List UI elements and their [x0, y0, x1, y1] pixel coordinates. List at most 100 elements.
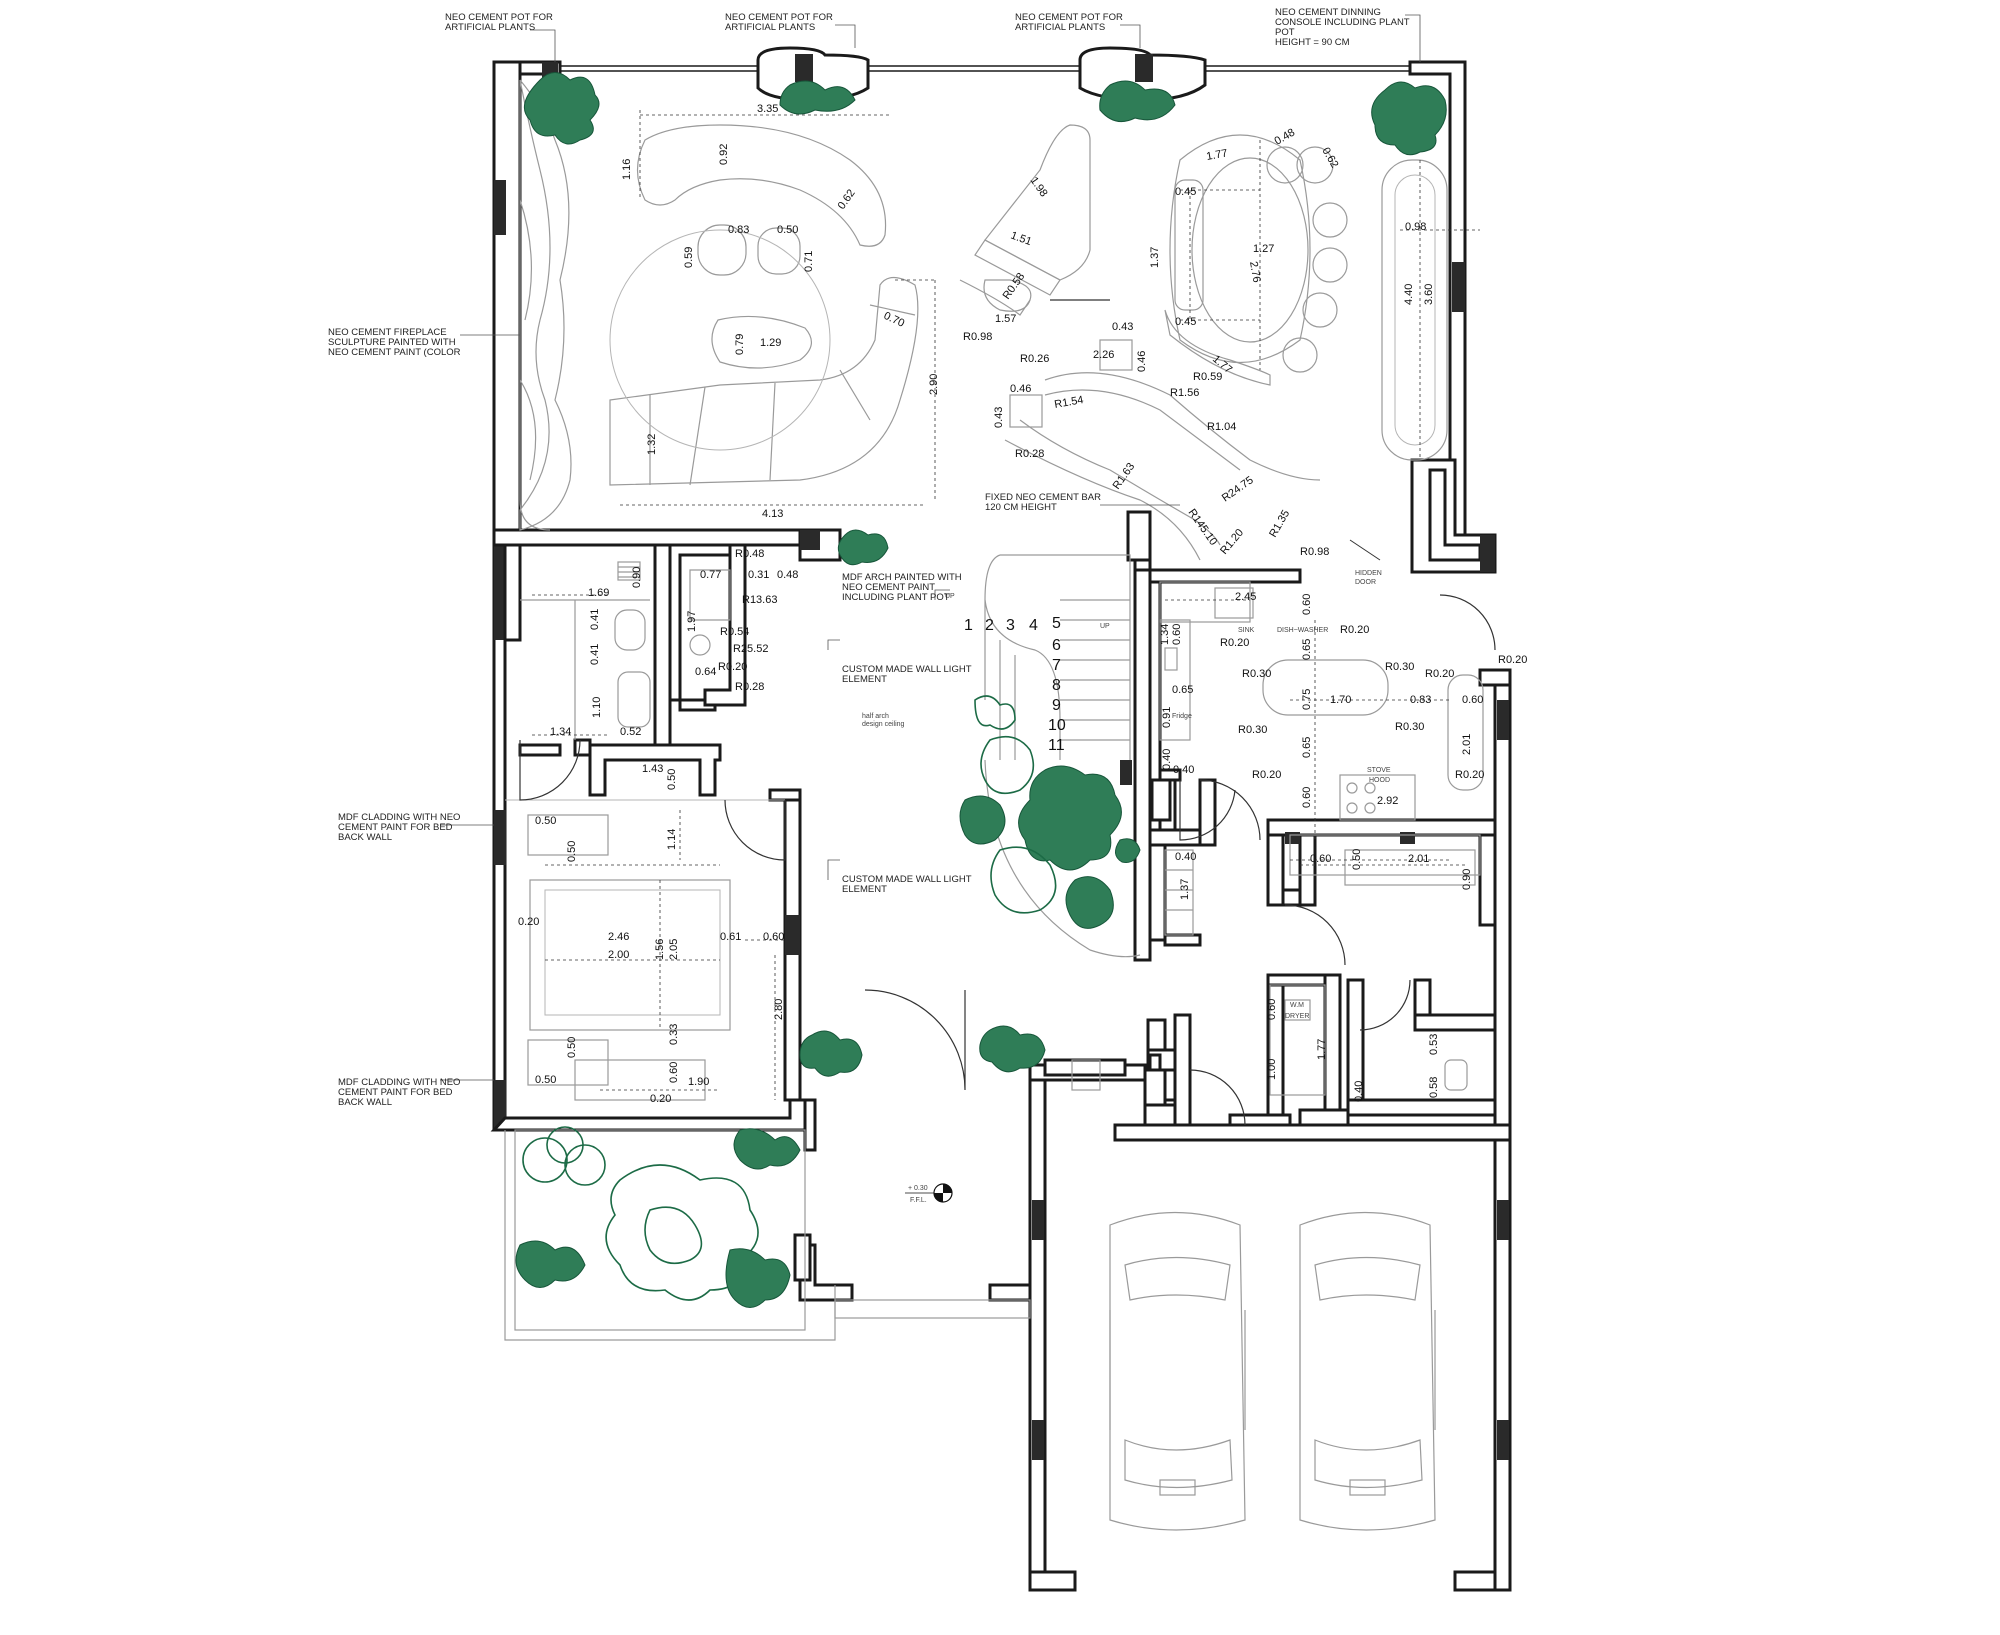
label-fridge: Fridge [1172, 713, 1192, 720]
dim-062b: 0.62 [1319, 146, 1340, 171]
dim-245: 2.45 [1235, 591, 1256, 603]
dim-045a: 0.45 [1175, 186, 1196, 198]
dim-065b: 0.65 [1172, 684, 1193, 696]
note-light2-l1: CUSTOM MADE WALL LIGHT [842, 874, 972, 885]
dim-r2475: R24.75 [1220, 474, 1256, 504]
level-marker: + 0.30 F.F.L. [905, 1183, 953, 1204]
up-label-2: UP [1100, 623, 1110, 630]
plant-pot2 [779, 80, 856, 115]
car-left [1109, 1211, 1246, 1531]
dim-157: 1.57 [995, 313, 1016, 325]
stair-step-11: 11 [1048, 737, 1065, 754]
dim-r098a: R0.98 [963, 331, 992, 343]
note-console-l3: POT [1275, 27, 1295, 38]
bathroom-fixtures [520, 561, 1468, 1091]
dim-083b: 0.83 [1410, 694, 1431, 706]
note-pot1-l1: NEO CEMENT POT FOR [445, 12, 553, 23]
note-fireplace-l1: NEO CEMENT FIREPLACE [328, 327, 447, 338]
dim-100: 1.00 [1266, 1059, 1278, 1080]
dim-091: 0.91 [1161, 707, 1173, 728]
note-light1-l2: ELEMENT [842, 674, 887, 685]
note-pot3-l2: ARTIFICIAL PLANTS [1015, 22, 1105, 33]
dim-041b: 0.41 [589, 644, 601, 665]
dim-190: 1.90 [688, 1076, 709, 1088]
plant-stairs [959, 695, 1141, 929]
dim-129: 1.29 [760, 337, 781, 349]
bedroom-furniture [505, 799, 785, 1101]
leader-lines [440, 14, 1421, 1081]
dim-151: 1.51 [1009, 230, 1033, 249]
dim-040a: 0.40 [1161, 749, 1173, 770]
stair-step-9: 9 [1052, 697, 1061, 714]
dim-050c: 0.50 [535, 815, 556, 827]
dim-065c: 0.65 [1301, 737, 1313, 758]
note-pot2-l2: ARTIFICIAL PLANTS [725, 22, 815, 33]
note-light1-l1: CUSTOM MADE WALL LIGHT [842, 664, 972, 675]
dim-020a: 0.20 [518, 916, 539, 928]
note-console-l2: CONSOLE INCLUDING PLANT [1275, 17, 1410, 28]
note-arch-l2: NEO CEMENT PAINT [842, 582, 935, 593]
stair-step-3: 3 [1006, 617, 1015, 634]
dim-r028: R0.28 [1015, 448, 1044, 460]
dim-r028b: R0.28 [735, 681, 764, 693]
note-console-l4: HEIGHT = 90 CM [1275, 37, 1350, 48]
dim-046b: 0.46 [1010, 383, 1031, 395]
dimension-lines [532, 110, 1480, 1100]
dim-156: 1.56 [654, 939, 666, 960]
dim-r1363: R13.63 [742, 594, 777, 606]
dim-060g: 0.60 [1310, 853, 1331, 865]
dim-360: 3.60 [1423, 284, 1435, 305]
dim-r020e: R0.20 [1498, 654, 1527, 666]
note-fireplace-l3: NEO CEMENT PAINT (COLOR [328, 347, 461, 358]
dim-r020c: R0.20 [1340, 624, 1369, 636]
dim-041a: 0.41 [589, 609, 601, 630]
dim-046a: 0.46 [1136, 351, 1148, 372]
stair-step-7: 7 [1052, 657, 1061, 674]
note-pot2-l1: NEO CEMENT POT FOR [725, 12, 833, 23]
dim-r163: R1.63 [1111, 461, 1138, 492]
dim-276: 2.76 [1247, 260, 1263, 283]
dim-061: 0.61 [720, 931, 741, 943]
kitchen-fixtures [1159, 581, 1484, 1096]
dim-079: 0.79 [734, 334, 746, 355]
dim-440: 4.40 [1403, 284, 1415, 305]
note-arch-l3: INCLUDING PLANT POT [842, 592, 950, 603]
note-cladding1-l2: CEMENT PAINT FOR BED [338, 822, 453, 833]
garage-cars [1109, 1211, 1436, 1531]
note-bar-l1: FIXED NEO CEMENT BAR [985, 492, 1101, 503]
dim-059: 0.59 [683, 247, 695, 268]
dim-060d: 0.60 [1171, 624, 1183, 645]
dim-198: 1.98 [1028, 175, 1050, 199]
note-half-arch-l1: half arch [862, 713, 889, 720]
dim-060c: 0.60 [1301, 594, 1313, 615]
plant-pot3 [1099, 80, 1176, 123]
dim-201b: 2.01 [1408, 853, 1429, 865]
level-sub: F.F.L. [910, 1197, 927, 1204]
dim-r14510: R145.10 [1186, 507, 1220, 548]
label-dishwasher: DISH~WASHER [1277, 627, 1328, 634]
label-stove: STOVE [1367, 767, 1391, 774]
note-hidden-door-l2: DOOR [1355, 579, 1376, 586]
dim-020b: 0.20 [650, 1093, 671, 1105]
stair-step-2: 2 [985, 617, 994, 634]
plants [515, 72, 1447, 1308]
dim-143: 1.43 [642, 763, 663, 775]
dim-197: 1.97 [686, 611, 698, 632]
dim-098: 0.98 [1405, 221, 1426, 233]
car-right [1299, 1211, 1436, 1531]
dim-083: 0.83 [728, 224, 749, 236]
dim-043a: 0.43 [1112, 321, 1133, 333]
note-cladding2-l1: MDF CLADDING WITH NEO [338, 1077, 460, 1088]
dim-060e: 0.60 [1462, 694, 1483, 706]
dim-226: 2.26 [1093, 349, 1114, 361]
dim-r156: R1.56 [1170, 387, 1199, 399]
dim-201a: 2.01 [1461, 734, 1473, 755]
level-value: + 0.30 [908, 1185, 928, 1192]
stair-step-6: 6 [1052, 637, 1061, 654]
dim-290: 2.90 [928, 374, 940, 395]
dim-050e: 0.50 [566, 1037, 578, 1058]
dim-064: 0.64 [695, 666, 716, 678]
stair-step-1: 1 [964, 617, 973, 634]
dim-052: 0.52 [620, 726, 641, 738]
dim-r054: R0.54 [720, 626, 749, 638]
